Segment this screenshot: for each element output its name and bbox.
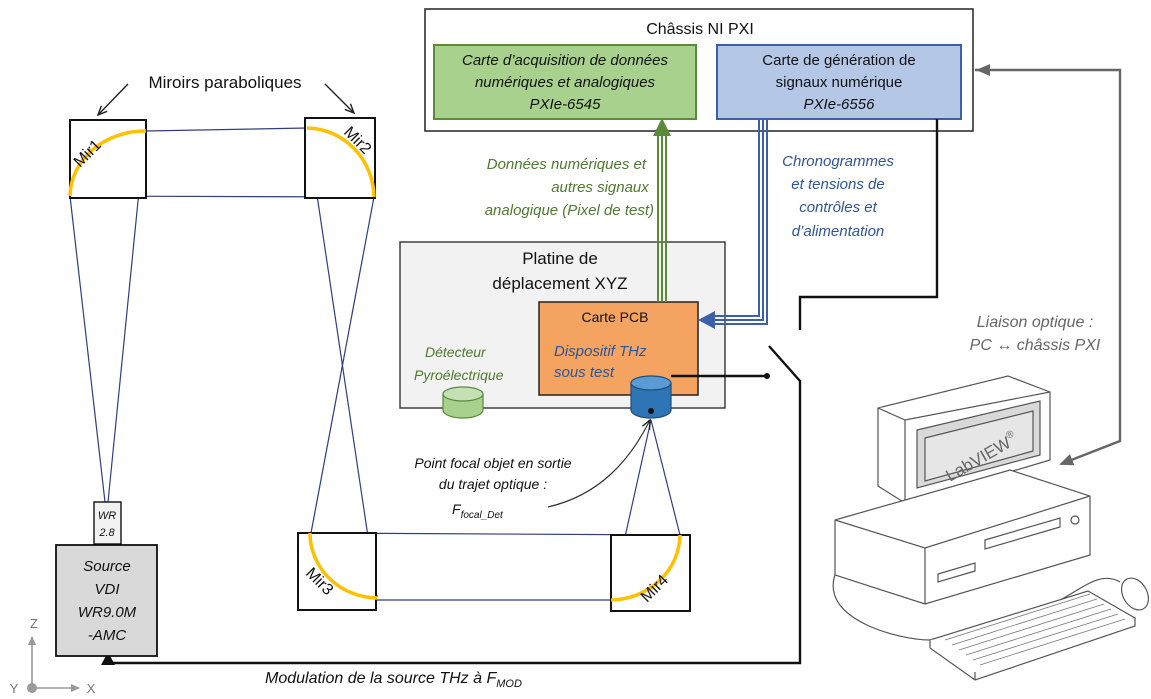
chassis-title: Châssis NI PXI (646, 21, 754, 38)
mirror-4: Mir4 (610, 534, 691, 612)
mirror-1: Mir1 (68, 119, 147, 199)
switch-contact (764, 373, 770, 379)
xyz-stage-line2: déplacement XYZ (492, 274, 627, 293)
waveguide-line1: WR (98, 510, 116, 522)
focal-point-subscript: focal_Det (461, 510, 504, 521)
keyboard-keys (944, 593, 1126, 666)
modulation-subscript: MOD (496, 678, 522, 690)
control-signal-line4: d’alimentation (792, 223, 885, 240)
pyroelectric-detector (442, 386, 484, 419)
waveguide-wr28 (93, 501, 122, 545)
optical-link-line (975, 68, 1122, 466)
modulation-text: Modulation de la source THz à F (265, 670, 497, 687)
mirror-2: Mir2 (304, 117, 376, 199)
source-line1: Source (83, 558, 131, 575)
mirror-3: Mir3 (297, 532, 378, 611)
acquisition-card-model: PXIe-6545 (530, 96, 602, 113)
data-signal-line3: analogique (Pixel de test) (485, 202, 654, 219)
focal-point-symbol: Ffocal_Det (452, 501, 504, 521)
data-signal-line1: Données numériques et (487, 156, 647, 173)
control-signal-line3: contrôles et (799, 199, 877, 216)
axis-x-label: X (87, 681, 96, 696)
mirrors-caption: Miroirs paraboliques (148, 73, 301, 92)
data-signal-bus (653, 118, 671, 302)
focal-point-f: F (452, 501, 462, 517)
data-signal-line2: autres signaux (551, 179, 649, 196)
generation-card-line2: signaux numérique (776, 74, 903, 91)
focal-point-line1: Point focal objet en sortie (414, 455, 571, 471)
modulation-label: Modulation de la source THz à FMOD (265, 670, 522, 690)
generation-card-model: PXIe-6556 (804, 96, 876, 113)
control-signal-line1: Chronogrammes (782, 153, 894, 170)
source-line2: VDI (94, 581, 119, 598)
acquisition-card-line2: numériques et analogiques (475, 74, 656, 91)
detector-label-line1: Détecteur (425, 344, 487, 360)
acquisition-card-line1: Carte d’acquisition de données (462, 52, 668, 69)
pcb-card (538, 301, 699, 396)
source-line4: -AMC (88, 627, 126, 644)
acquisition-card (433, 44, 697, 120)
mirrors-caption-arrow-right (324, 83, 356, 115)
xyz-stage-line1: Platine de (522, 249, 598, 268)
labview-computer (832, 375, 1150, 681)
mirrors-caption-arrow-left (96, 83, 129, 117)
dut-label-line1: Dispositif THz (554, 343, 647, 360)
thz-device-under-test (630, 375, 672, 419)
modulation-arrowhead (101, 652, 115, 665)
source-line3: WR9.0M (78, 604, 137, 621)
axis-y-label: Y (10, 681, 19, 696)
control-signal-bus (698, 119, 768, 329)
dut-label-line2: sous test (554, 364, 615, 381)
control-signal-line2: et tensions de (791, 176, 884, 193)
focal-point-pointer (547, 418, 651, 508)
thz-source-box (55, 544, 158, 657)
detector-label-line2: Pyroélectrique (414, 367, 504, 383)
axis-z-label: Z (30, 616, 38, 631)
xyz-axes: Z Y X (10, 616, 96, 696)
generation-card-line1: Carte de génération de (762, 52, 915, 69)
focal-point-line2: du trajet optique : (439, 476, 547, 492)
optical-link-line2: PC ↔ châssis PXI (970, 337, 1101, 354)
waveguide-line2: 2.8 (98, 527, 115, 539)
optical-link-line1: Liaison optique : (977, 314, 1094, 331)
generation-card (716, 44, 962, 120)
pcb-card-title: Carte PCB (582, 309, 649, 325)
